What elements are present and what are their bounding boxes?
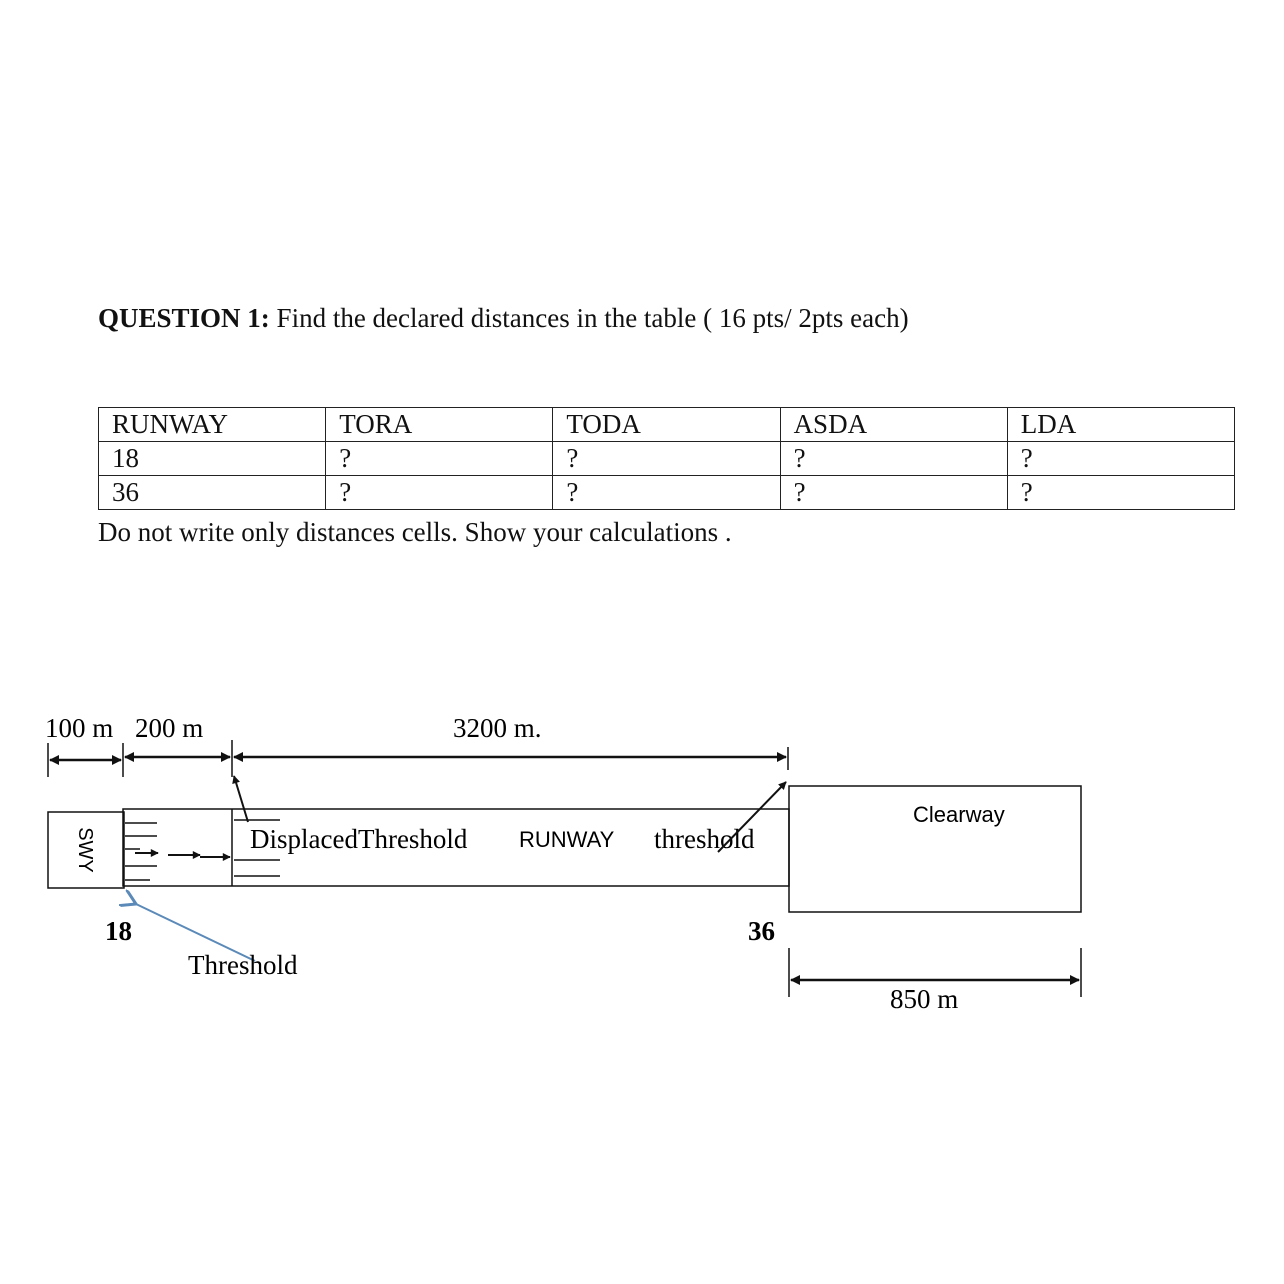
runway-end-18: 18 [105,916,132,946]
table-row: 36 ? ? ? ? [97,475,1236,510]
threshold-left-label: Threshold [188,950,298,980]
question-text: Find the declared distances in the table… [269,303,909,333]
cell-tora-36: ? [325,475,554,510]
clearway-label: Clearway [913,802,1005,827]
header-runway: RUNWAY [97,407,327,442]
header-lda: LDA [1006,407,1236,442]
threshold-right-pointer [717,781,787,853]
dim-850-label: 850 m [890,984,958,1014]
cell-runway-18: 18 [97,441,327,476]
question-label: QUESTION 1: [98,303,270,333]
runway-label: RUNWAY [519,827,615,852]
displaced-threshold-pointer [232,775,249,823]
threshold-right-label: threshold [654,824,755,854]
direction-arrows [135,849,231,861]
dim-200-label: 200 m [135,713,203,743]
runway-end-36: 36 [748,916,775,946]
cell-lda-36: ? [1006,475,1236,510]
dimension-ticks [47,740,1082,997]
threshold-bars-left [125,822,157,881]
cell-toda-18: ? [552,441,781,476]
swy-label: SWY [74,827,96,873]
displaced-threshold-label: DisplacedThreshold [250,824,468,854]
table-header-row: RUNWAY TORA TODA ASDA LDA [97,407,1236,442]
declared-distances-table: RUNWAY TORA TODA ASDA LDA 18 ? ? ? ? 36 … [97,407,1236,510]
cell-asda-36: ? [779,475,1008,510]
cell-toda-36: ? [552,475,781,510]
cell-runway-36: 36 [97,475,327,510]
dim-100-label: 100 m [45,713,113,743]
question-heading: QUESTION 1: Find the declared distances … [98,303,909,334]
dim-3200-label: 3200 m. [453,713,542,743]
threshold-left-pointer [136,904,256,962]
clearway-box [788,785,1082,913]
instruction-note: Do not write only distances cells. Show … [98,517,732,547]
threshold-bars-displaced [234,819,280,877]
stopway-box [47,811,125,889]
